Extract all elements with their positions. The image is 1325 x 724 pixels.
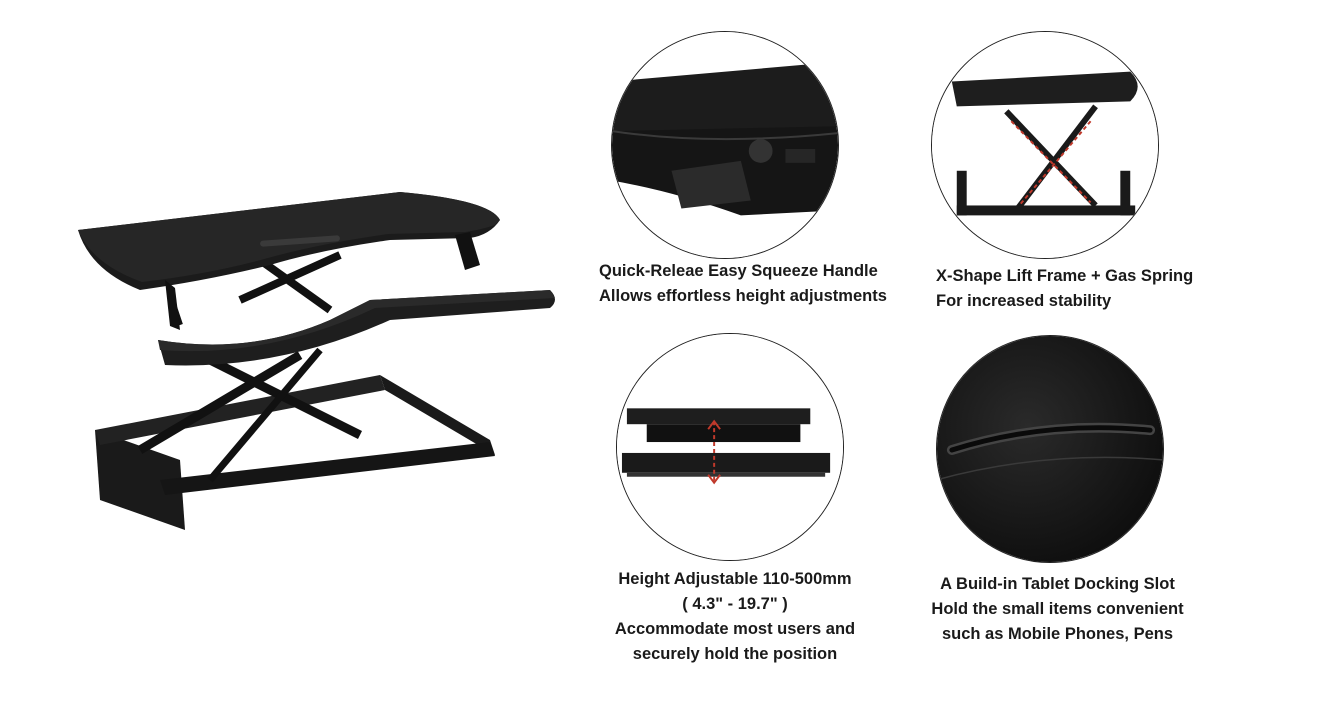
slot-caption-line-2: Hold the small items convenient [931, 600, 1184, 618]
slot-closeup-circle [936, 335, 1164, 563]
height-closeup-circle [616, 333, 844, 561]
handle-caption-line-1: Quick-Releae Easy Squeeze Handle [599, 262, 878, 280]
height-range-closeup-image [617, 334, 843, 560]
slot-caption: A Build-in Tablet Docking Slot Hold the … [915, 572, 1200, 647]
frame-closeup-circle [931, 31, 1159, 259]
slot-caption-line-1: A Build-in Tablet Docking Slot [940, 575, 1175, 593]
height-caption-line-4: securely hold the position [632, 645, 838, 663]
standing-desk-converter-image [70, 180, 570, 540]
slot-caption-line-3: such as Mobile Phones, Pens [941, 625, 1174, 643]
tablet-slot-closeup-image [937, 336, 1163, 562]
height-caption-line-2: ( 4.3" - 19.7" ) [682, 595, 788, 613]
height-caption-line-1: Height Adjustable 110-500mm [618, 570, 852, 588]
frame-caption-line-2: For increased stability [936, 292, 1112, 310]
frame-caption-line-1: X-Shape Lift Frame + Gas Spring [936, 267, 1194, 285]
handle-closeup-circle [611, 31, 839, 259]
handle-caption-line-2: Allows effortless height adjustments [599, 287, 887, 305]
desk-illustration [78, 192, 555, 530]
height-caption-line-3: Accommodate most users and [614, 620, 856, 638]
handle-caption: Quick-Releae Easy Squeeze Handle Allows … [599, 259, 887, 309]
squeeze-handle-closeup-image [612, 32, 838, 258]
x-frame-closeup-image [932, 32, 1158, 258]
height-caption: Height Adjustable 110-500mm ( 4.3" - 19.… [600, 567, 870, 667]
frame-caption: X-Shape Lift Frame + Gas Spring For incr… [936, 264, 1193, 314]
